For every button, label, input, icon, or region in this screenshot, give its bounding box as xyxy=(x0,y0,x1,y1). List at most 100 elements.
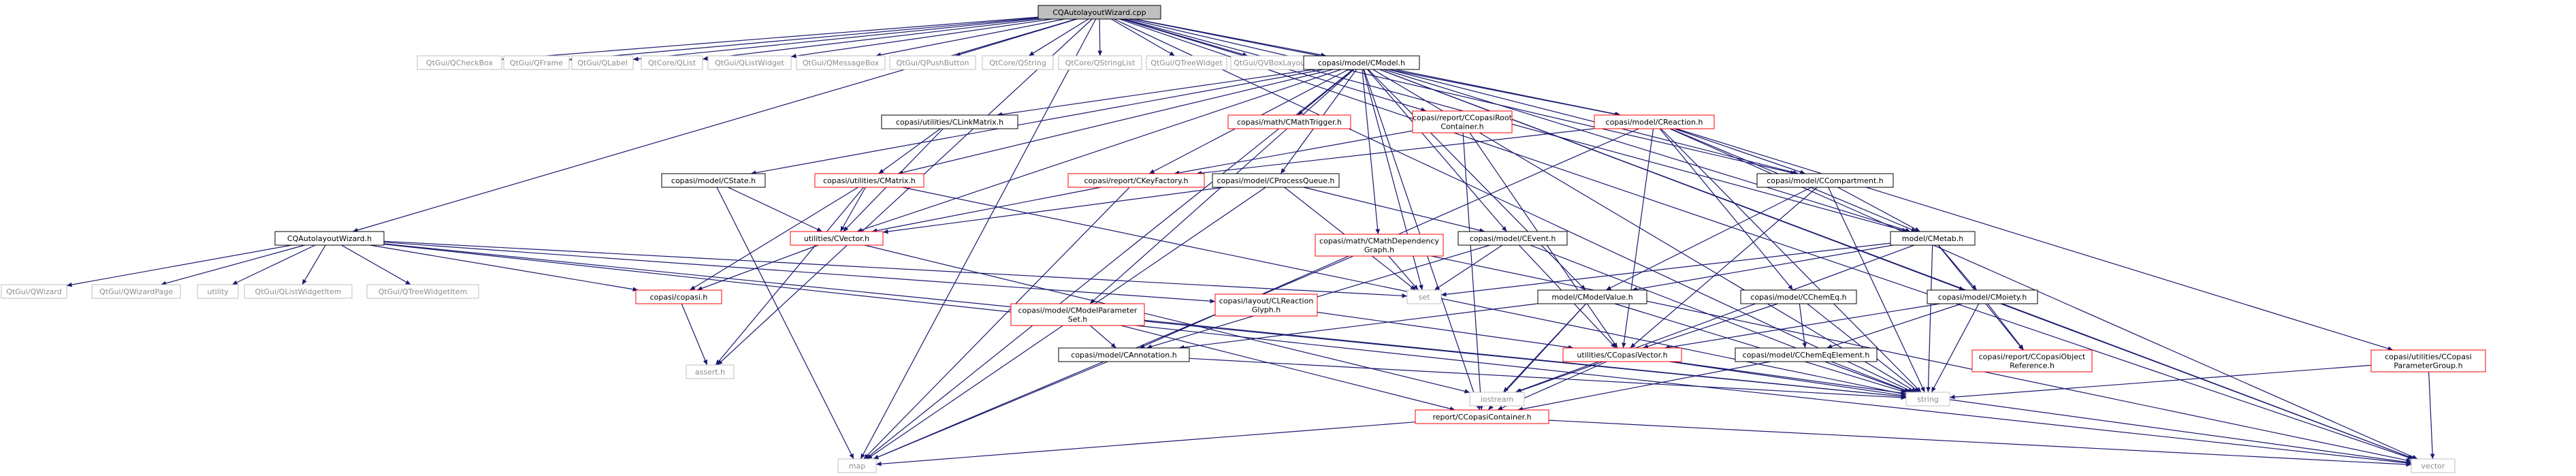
node-cmodelvalue[interactable]: model/CModelValue.h xyxy=(1537,289,1647,304)
node-clinkmatrix[interactable]: copasi/utilities/CLinkMatrix.h xyxy=(881,114,1018,129)
node-box-qlist xyxy=(641,55,703,70)
node-cannotation[interactable]: copasi/model/CAnnotation.h xyxy=(1058,347,1190,362)
edge-cmodel-to-cevent xyxy=(1367,69,1507,232)
node-label-cvector: utilities/CVector.h xyxy=(804,234,869,243)
node-creaction[interactable]: copasi/model/CReaction.h xyxy=(1594,114,1715,129)
edge-cmodel-to-cvector xyxy=(856,69,1342,232)
node-box-cvector xyxy=(790,231,884,246)
edge-cstate-to-cvector xyxy=(728,187,822,232)
edge-cmoiety-to-cobjref xyxy=(1987,303,2025,351)
edge-ccopasivector-to-string xyxy=(1669,361,1907,398)
node-cprocessqueue[interactable]: copasi/model/CProcessQueue.h xyxy=(1212,173,1340,188)
node-box-vector xyxy=(2411,458,2456,473)
node-label-assert: assert.h xyxy=(695,368,725,377)
edge-ccompartment-to-cmodelvalue xyxy=(1605,187,1812,291)
edge-root-to-qframe xyxy=(568,17,1039,62)
node-label-cmodel: copasi/model/CModel.h xyxy=(1318,59,1405,67)
node-box-cprocessqueue xyxy=(1212,173,1340,188)
node-label-ccopasicontainer: report/CCopasiContainer.h xyxy=(1432,413,1531,422)
node-qwizardpage: QtGui/QWizardPage xyxy=(91,284,181,299)
node-cmetab[interactable]: model/CMetab.h xyxy=(1890,231,1976,246)
node-cmathtrigger[interactable]: copasi/math/CMathTrigger.h xyxy=(1227,114,1351,129)
node-cevent[interactable]: copasi/model/CEvent.h xyxy=(1458,231,1568,246)
node-qpushbutton: QtGui/QPushButton xyxy=(889,55,976,70)
edge-creaction-to-string xyxy=(1660,128,1922,393)
node-label-qwizardpage: QtGui/QWizardPage xyxy=(99,287,173,296)
node-label-string: string xyxy=(1917,395,1939,404)
node-box-cevent xyxy=(1458,231,1568,246)
node-label-rootcontainer: copasi/report/CCopasiRoot xyxy=(1413,114,1513,123)
edge-cqwizardh-to-qtreewidgetitem xyxy=(341,244,411,285)
node-box-cannotation xyxy=(1058,347,1190,362)
node-cvector[interactable]: utilities/CVector.h xyxy=(790,231,884,246)
node-cmoiety[interactable]: copasi/model/CMoiety.h xyxy=(1927,289,2038,304)
edge-root-to-string xyxy=(1114,18,1914,393)
edge-cqwizardh-to-clreaction xyxy=(383,242,1216,304)
node-ccopasicontainer[interactable]: report/CCopasiContainer.h xyxy=(1415,409,1549,424)
node-ckeyfactory[interactable]: copasi/report/CKeyFactory.h xyxy=(1067,173,1205,188)
edge-ckeyfactory-to-map xyxy=(863,187,1130,460)
node-cqwizardh[interactable]: CQAutolayoutWizard.h xyxy=(274,231,385,246)
node-label-cstate: copasi/model/CState.h xyxy=(671,176,756,185)
node-cmatrix[interactable]: copasi/utilities/CMatrix.h xyxy=(814,173,924,188)
edge-cmodel-to-creaction xyxy=(1395,69,1621,116)
edge-ccompartment-to-string xyxy=(1828,187,1925,393)
edge-cparamgroup-to-vector xyxy=(2428,371,2435,460)
node-label-iostream: iostream xyxy=(1481,395,1513,404)
node-box-assert xyxy=(686,364,735,379)
node-cchemeq[interactable]: copasi/model/CChemEq.h xyxy=(1740,289,1857,304)
edge-creaction-to-ccopasivector xyxy=(1622,128,1654,349)
edge-cmathdep-to-vector xyxy=(1431,255,2412,463)
edge-root-to-qstringlist xyxy=(1097,18,1103,57)
node-qlistwidgetitem: QtGui/QListWidgetItem xyxy=(244,284,353,299)
edge-root-to-qcheckbox xyxy=(501,16,1039,61)
edge-ccompartment-to-cmetab xyxy=(1837,187,1920,232)
node-box-map xyxy=(837,458,877,473)
node-label-cqwizardh: CQAutolayoutWizard.h xyxy=(287,234,372,243)
node-label-cmathdep: copasi/math/CMathDependency xyxy=(1319,237,1439,246)
edge-cevent-to-string xyxy=(1530,244,1911,393)
node-box-ccopasicontainer xyxy=(1415,409,1549,424)
node-assert: assert.h xyxy=(686,364,735,379)
edge-root-to-qlabel xyxy=(632,18,1039,61)
node-label-utility: utility xyxy=(207,287,229,296)
node-string: string xyxy=(1905,392,1950,407)
node-label-qtreewidgetitem: QtGui/QTreeWidgetItem xyxy=(379,287,468,296)
edge-cmodel-to-cstate xyxy=(750,69,1325,175)
edge-cqwizardh-to-copasih xyxy=(370,244,639,292)
node-label-cobjref: copasi/report/CCopasiObject xyxy=(1979,353,2086,362)
node-label-qpushbutton: QtGui/QPushButton xyxy=(897,59,969,67)
node-label-qlist: QtCore/QList xyxy=(648,59,696,67)
edge-cchemeqelement-to-string xyxy=(1824,361,1910,393)
edge-cchemeqelement-to-ccopasicontainer xyxy=(1517,361,1771,411)
edge-creaction-to-cchemeq xyxy=(1659,128,1794,291)
edge-rootcontainer-to-ckeyfactory xyxy=(1174,130,1413,175)
edge-root-to-qtreewidget xyxy=(1110,18,1176,57)
node-copasih[interactable]: copasi/copasi.h xyxy=(635,289,722,304)
node-root[interactable]: CQAutolayoutWizard.cpp xyxy=(1037,5,1161,20)
node-box-copasih xyxy=(635,289,722,304)
node-box-cmodelvalue xyxy=(1537,289,1647,304)
edge-cannotation-to-string xyxy=(1189,358,1907,400)
node-box-qstringlist xyxy=(1058,55,1142,70)
node-qcheckbox: QtGui/QCheckBox xyxy=(417,55,502,70)
node-label-ccompartment: copasi/model/CCompartment.h xyxy=(1767,176,1884,185)
node-ccopasivector[interactable]: utilities/CCopasiVector.h xyxy=(1562,347,1682,362)
node-box-ccopasivector xyxy=(1562,347,1682,362)
node-ccompartment[interactable]: copasi/model/CCompartment.h xyxy=(1756,173,1894,188)
edge-cmatrix-to-copasih xyxy=(690,187,858,291)
node-cmodel[interactable]: copasi/model/CModel.h xyxy=(1303,55,1420,70)
node-cstate[interactable]: copasi/model/CState.h xyxy=(661,173,766,188)
node-iostream: iostream xyxy=(1469,392,1525,407)
edge-ccopasivector-to-iostream xyxy=(1516,361,1603,393)
edge-creaction-to-ccompartment xyxy=(1674,128,1805,174)
node-label-cparamgroup: ParameterGroup.h xyxy=(2394,362,2462,370)
node-cchemeqelement[interactable]: copasi/model/CChemEqElement.h xyxy=(1735,347,1878,362)
edge-cmodel-to-cmathdep xyxy=(1362,69,1381,235)
